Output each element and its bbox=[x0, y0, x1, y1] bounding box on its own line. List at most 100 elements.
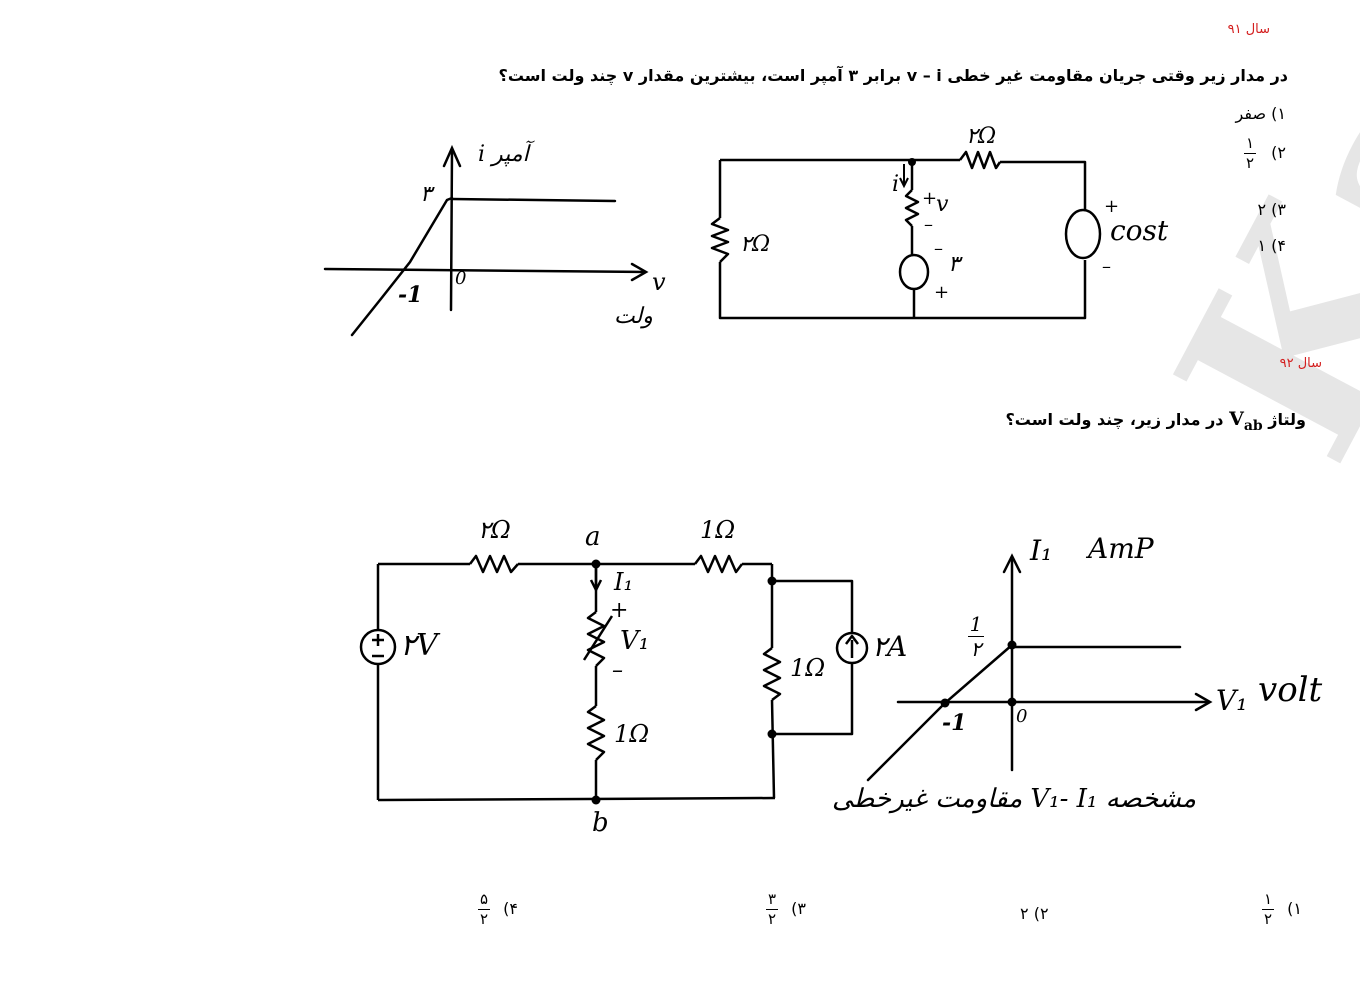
q2-graph-x-arrow bbox=[1194, 692, 1213, 712]
q2-nonlinear-mark bbox=[582, 615, 614, 661]
q2-graph-x-label: V₁ bbox=[1216, 684, 1248, 717]
q2-node-b bbox=[591, 795, 601, 805]
q1-question: در مدار زیر وقتی جریان مقاومت غیر خطی v … bbox=[499, 66, 1288, 85]
q2-wire-isrc-top bbox=[772, 579, 854, 632]
q2-question-var-sub: ab bbox=[1243, 417, 1263, 434]
q1-option-1-num: ۱) bbox=[1271, 104, 1286, 123]
q2-node-a-label: a bbox=[585, 522, 601, 552]
q1-current-arrowhead bbox=[899, 177, 909, 189]
q1-resistor-top bbox=[959, 150, 1002, 170]
q2-graph-point-x bbox=[940, 698, 950, 708]
q1-r-left-label: ۲Ω bbox=[740, 232, 771, 257]
q2-option-4-denominator: ۲ bbox=[479, 910, 489, 928]
q2-question-before: ولتاژ bbox=[1268, 410, 1306, 429]
q1-src-right-minus: – bbox=[1102, 256, 1111, 277]
q1-graph-y-axis bbox=[449, 148, 454, 312]
q2-option-2-num: ۲) bbox=[1033, 904, 1049, 923]
q1-graph-x-label: v bbox=[652, 268, 666, 296]
q2-node-right-bottom bbox=[767, 729, 777, 739]
q2-graph-tick-x-neg: -1 bbox=[942, 710, 967, 736]
q2-graph-tick-y-den: ۲ bbox=[970, 637, 982, 661]
q2-option-4-fraction: ۵ ۲ bbox=[478, 892, 490, 927]
q1-source-right bbox=[1064, 208, 1102, 260]
q1-current-label: i bbox=[892, 172, 900, 197]
q2-resistor-1ohm-top bbox=[694, 554, 743, 574]
q1-node-top bbox=[908, 158, 916, 166]
q2-option-3-num: ۳) bbox=[791, 899, 806, 918]
q2-question-var: Vab bbox=[1229, 408, 1263, 434]
q1-nonlinear-resistor bbox=[904, 189, 920, 227]
q2-option-4-num: ۴) bbox=[503, 899, 518, 918]
q2-graph-origin: 0 bbox=[1016, 706, 1028, 727]
q1-option-3-num: ۳) bbox=[1271, 200, 1286, 219]
q1-graph-slope-line bbox=[350, 196, 454, 337]
q2-graph-y-unit: AmP bbox=[1088, 532, 1154, 565]
q2-graph-tick-y: 1 ۲ bbox=[968, 614, 984, 659]
q2-v1-label: V₁ bbox=[620, 626, 650, 656]
q2-option-1[interactable]: ۱) ۱ ۲ bbox=[1262, 892, 1302, 927]
q2-question-after: در مدار زیر، چند ولت است؟ bbox=[1005, 410, 1224, 429]
q1-graph-y-label: آمپر i bbox=[478, 142, 529, 167]
q2-resistor-2ohm bbox=[469, 554, 519, 574]
q2-r1-label: ۲Ω bbox=[478, 516, 511, 544]
q2-option-3-numerator: ۳ bbox=[767, 890, 777, 908]
q1-option-1-text: صفر bbox=[1235, 104, 1267, 123]
q2-option-3[interactable]: ۳) ۳ ۲ bbox=[766, 892, 806, 927]
q2-question-var-letter: V bbox=[1229, 408, 1244, 430]
q1-option-1[interactable]: ۱) صفر bbox=[1236, 104, 1286, 123]
q1-graph-origin: 0 bbox=[455, 268, 467, 289]
q1-src-mid-label: ۳ bbox=[948, 252, 960, 277]
q2-option-2[interactable]: ۲) ۲ bbox=[1020, 904, 1049, 923]
q2-nonlinear-resistor bbox=[586, 611, 606, 667]
q2-current-source-arrowhead bbox=[845, 634, 859, 645]
q2-graph-y-label: I₁ bbox=[1030, 534, 1053, 567]
q2-r2-label: 1Ω bbox=[700, 516, 736, 544]
q2-v1-minus: – bbox=[612, 658, 623, 683]
q2-graph-x-unit: volt bbox=[1258, 670, 1323, 710]
q1-graph-tick-x-neg: -1 bbox=[398, 282, 423, 308]
q1-option-4[interactable]: ۴) ۱ bbox=[1257, 236, 1286, 255]
q1-src-mid-minus: – bbox=[934, 238, 943, 259]
q1-option-4-num: ۴) bbox=[1271, 236, 1286, 255]
q2-option-2-text: ۲ bbox=[1020, 904, 1029, 923]
q2-graph-origin-point bbox=[1007, 697, 1017, 707]
q2-question: ولتاژ Vab در مدار زیر، چند ولت است؟ bbox=[1006, 408, 1306, 434]
q1-graph-x-arrow bbox=[630, 262, 649, 282]
q1-question-before: در مدار زیر وقتی جریان مقاومت غیر خطی bbox=[947, 66, 1288, 85]
q1-graph-y-arrow bbox=[442, 144, 462, 168]
q1-option-2[interactable]: ۲) ۱ ۲ bbox=[1244, 136, 1286, 171]
q1-option-2-denominator: ۲ bbox=[1246, 154, 1255, 172]
q2-isrc-label: ۲A bbox=[872, 630, 908, 663]
q2-wire-right-bottom bbox=[770, 699, 776, 799]
q2-option-3-fraction: ۳ ۲ bbox=[766, 892, 778, 927]
q1-r-top-label: ۲Ω bbox=[966, 124, 997, 149]
q1-option-2-numerator: ۱ bbox=[1246, 134, 1255, 152]
q2-year-label: سال ۹۲ bbox=[1279, 356, 1322, 371]
q2-option-1-fraction: ۱ ۲ bbox=[1262, 892, 1274, 927]
q2-node-a bbox=[591, 559, 601, 569]
q1-src-right-label: cost bbox=[1110, 214, 1169, 247]
q1-src-mid-plus: + bbox=[934, 282, 950, 303]
q2-option-3-denominator: ۲ bbox=[767, 910, 777, 928]
q1-question-after: برابر ۳ آمپر است، بیشترین مقدار v چند ول… bbox=[498, 66, 902, 85]
q1-option-3[interactable]: ۳) ۲ bbox=[1257, 200, 1286, 219]
q1-resistor-left bbox=[710, 217, 730, 263]
q2-option-1-numerator: ۱ bbox=[1263, 890, 1273, 908]
q2-resistor-1ohm-mid bbox=[586, 705, 606, 761]
q1-graph-x-axis bbox=[323, 267, 647, 274]
q1-graph-tick-y: ۳ bbox=[420, 182, 432, 207]
q1-option-4-text: ۱ bbox=[1257, 236, 1267, 255]
q1-option-3-text: ۲ bbox=[1257, 200, 1267, 219]
q2-node-b-label: b bbox=[592, 808, 609, 838]
q1-wire-bottom bbox=[718, 260, 1087, 320]
q2-r4-label: 1Ω bbox=[790, 654, 826, 682]
q1-option-2-fraction: ۱ ۲ bbox=[1244, 134, 1257, 172]
q1-year-label: سال ۹۱ bbox=[1227, 22, 1270, 37]
q2-graph-caption: مشخصه V₁- I₁ مقاومت غیرخطی bbox=[832, 784, 1197, 814]
q2-node-right-top bbox=[767, 576, 777, 586]
q2-graph-slope-line bbox=[866, 643, 1014, 782]
q2-option-4[interactable]: ۴) ۵ ۲ bbox=[478, 892, 518, 927]
